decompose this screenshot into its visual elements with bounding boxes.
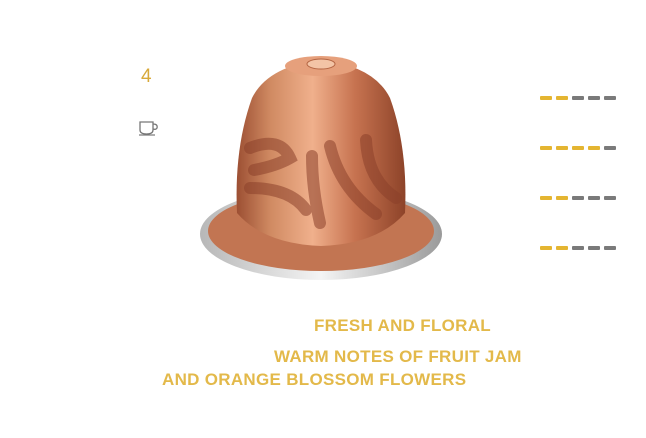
taste-segment bbox=[572, 246, 584, 250]
taste-segment bbox=[572, 96, 584, 100]
taste-segment bbox=[540, 96, 552, 100]
taste-bar-row bbox=[540, 246, 620, 252]
taste-headline: FRESH AND FLORAL bbox=[314, 316, 491, 335]
taste-segment bbox=[572, 146, 584, 150]
aroma-description-line-2: AND ORANGE BLOSSOM FLOWERS bbox=[162, 370, 467, 389]
taste-segment bbox=[540, 196, 552, 200]
espresso-cup-icon bbox=[139, 121, 158, 136]
coffee-capsule-image bbox=[200, 56, 442, 280]
taste-bar-row bbox=[540, 96, 620, 102]
taste-segment bbox=[556, 196, 568, 200]
taste-segment bbox=[572, 196, 584, 200]
taste-bar-row bbox=[540, 146, 620, 152]
taste-segment bbox=[604, 196, 616, 200]
aroma-description-line-1: WARM NOTES OF FRUIT JAM bbox=[274, 347, 522, 366]
taste-segment bbox=[604, 146, 616, 150]
taste-segment bbox=[556, 96, 568, 100]
taste-profile bbox=[540, 96, 620, 296]
intensity-value: 4 bbox=[141, 66, 152, 87]
taste-segment bbox=[604, 96, 616, 100]
taste-segment bbox=[540, 146, 552, 150]
taste-bar-row bbox=[540, 196, 620, 202]
taste-segment bbox=[588, 196, 600, 200]
taste-segment bbox=[588, 96, 600, 100]
taste-segment bbox=[556, 246, 568, 250]
taste-segment bbox=[588, 146, 600, 150]
taste-segment bbox=[540, 246, 552, 250]
taste-segment bbox=[604, 246, 616, 250]
taste-segment bbox=[556, 146, 568, 150]
taste-segment bbox=[588, 246, 600, 250]
